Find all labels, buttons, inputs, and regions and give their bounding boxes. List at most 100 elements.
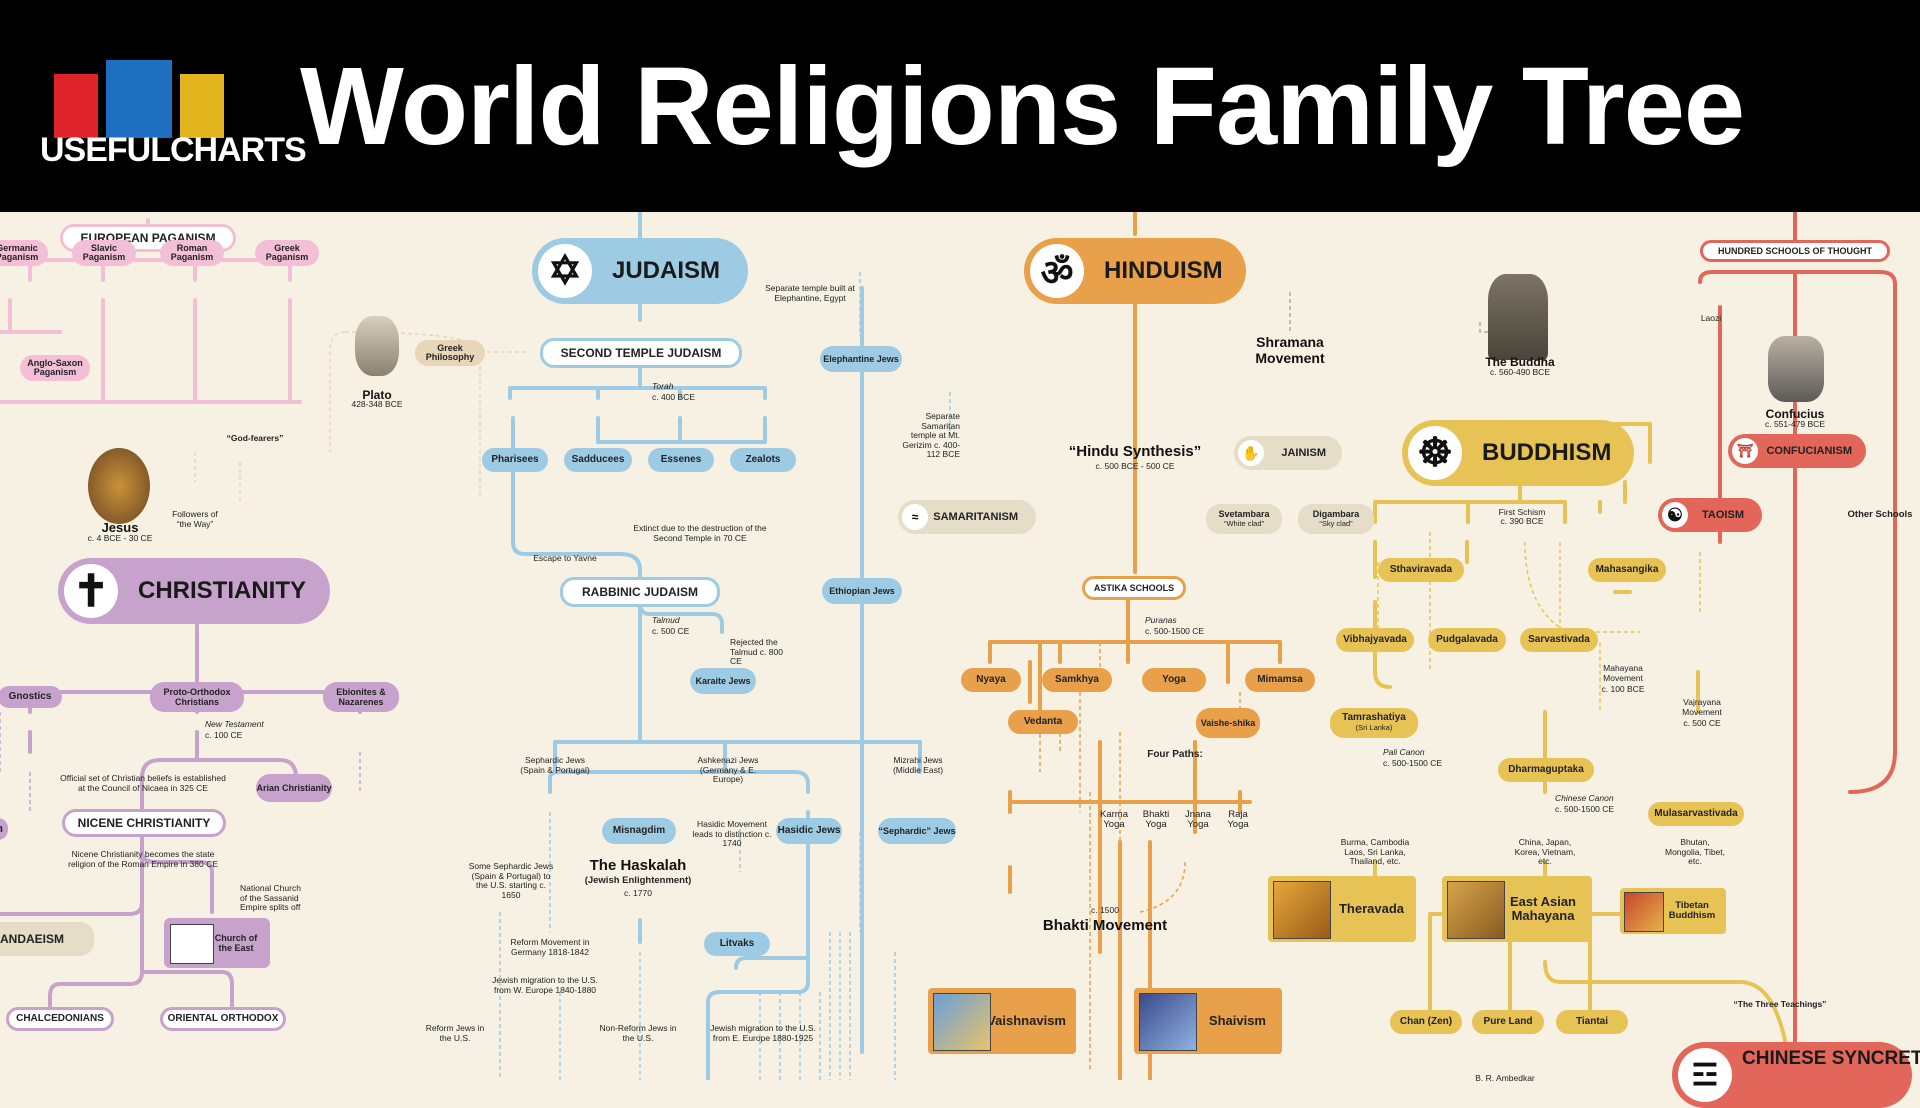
vibhajyavada-node[interactable]: Vibhajyavada [1336,628,1414,652]
samaritan-temple-note: Separate Samaritan temple at Mt. Gerizim… [902,411,960,459]
plato-bust-image [355,316,399,376]
school-pure-land[interactable]: Pure Land [1472,1010,1544,1034]
shaivism-label: Shaivism [1208,1013,1266,1028]
chinese-canon-label: Chinese Canon [1555,793,1614,803]
mahayana-movement-date: c. 100 BCE [1601,684,1645,694]
escape-yavne-label: Escape to Yavne [533,553,597,563]
jesus-icon-image [88,448,150,524]
misnagdim-node[interactable]: Misnagdim [602,818,676,844]
jainism-label: JAINISM [1281,447,1326,459]
buddha-dates: c. 560-490 BCE [1489,367,1550,377]
syncretism-emblem-icon: ☲ [1678,1048,1732,1102]
school-tiantai[interactable]: Tiantai [1556,1010,1628,1034]
ambedkar-label: B. R. Ambedkar [1475,1073,1535,1083]
header: USEFULCHARTS World Religions Family Tree [0,0,1920,212]
plato-dates: 428-348 BCE [351,399,403,409]
oriental-orthodox-node[interactable]: ORIENTAL ORTHODOX [160,1007,286,1031]
astika-schools-node[interactable]: ASTIKA SCHOOLS [1082,576,1186,600]
school-samkhya[interactable]: Samkhya [1042,668,1112,692]
dharmaguptaka-node[interactable]: Dharmaguptaka [1498,758,1594,782]
ethiopian-jews-node[interactable]: Ethiopian Jews [822,578,902,604]
hasidic-jews-node[interactable]: Hasidic Jews [776,818,842,844]
chalcedonians-node[interactable]: CHALCEDONIANS [6,1007,114,1031]
sthaviravada-node[interactable]: Sthaviravada [1378,558,1464,582]
east-asian-buddha-image [1447,881,1505,939]
digambara-node[interactable]: Digambara “Sky clad” [1298,504,1374,534]
path-karma-yoga: Karma Yoga [1100,809,1128,830]
usefulcharts-logo[interactable]: USEFULCHARTS [40,30,307,170]
church-of-east-label: Church of the East [214,933,258,953]
sect-pharisees[interactable]: Pharisees [482,448,548,472]
arian-christianity-node[interactable]: Arian Christianity [256,774,332,802]
torah-label: Torah [652,381,674,391]
migration-west-note: Jewish migration to the U.S. from W. Eur… [492,975,598,995]
rejected-talmud-note: Rejected the Talmud c. 800 CE [730,637,783,666]
sect-essenes[interactable]: Essenes [648,448,714,472]
second-temple-judaism-node[interactable]: SECOND TEMPLE JUDAISM [540,338,742,368]
gnostics-node[interactable]: Gnostics [0,686,62,708]
chinese-canon-date: c. 500-1500 CE [1555,804,1615,814]
school-nyaya[interactable]: Nyaya [961,668,1021,692]
tamrashatiya-node[interactable]: Tamrashatiya (Sri Lanka) [1330,708,1418,738]
sephardic-jews-node[interactable]: “Sephardic” Jews [878,818,956,844]
official-beliefs-note: Official set of Christian beliefs is est… [60,773,226,793]
school-mimamsa[interactable]: Mimamsa [1245,668,1315,692]
mahasangika-node[interactable]: Mahasangika [1588,558,1666,582]
mandaeism-node[interactable]: MANDAEISM [0,922,94,956]
sect-sadducees[interactable]: Sadducees [564,448,632,472]
cross-icon: ✝ [64,564,118,618]
ebionites-node[interactable]: Ebionites & Nazarenes [323,682,399,712]
rabbinic-judaism-node[interactable]: RABBINIC JUDAISM [560,577,720,607]
path-jnana-yoga: Jnana Yoga [1185,809,1211,830]
pudgalavada-node[interactable]: Pudgalavada [1428,628,1506,652]
hasidic-movement-note: Hasidic Movement leads to distinction c.… [692,819,772,848]
puranas-label: Puranas [1145,615,1177,625]
logo-yellow-bar [180,74,224,138]
greek-paganism-node[interactable]: Greek Paganism [255,240,319,266]
dharma-wheel-icon: ☸ [1408,426,1462,480]
vajrayana-movement-label: Vajrayana Movement [1682,697,1722,717]
nicene-christianity-node[interactable]: NICENE CHRISTIANITY [62,809,226,837]
sect-zealots[interactable]: Zealots [730,448,796,472]
litvaks-node[interactable]: Litvaks [704,932,770,956]
germanic-paganism-node[interactable]: Germanic Paganism [0,240,48,266]
jesus-label: Jesus [101,520,139,535]
family-tree-chart: EUROPEAN PAGANISM Germanic Paganism Slav… [0,212,1920,1108]
hindu-synthesis-label: “Hindu Synthesis” [1068,443,1202,460]
shiva-image [1139,993,1197,1051]
school-yoga[interactable]: Yoga [1142,668,1206,692]
samaritan-icon: ≈ [902,504,928,530]
logo-text: USEFULCHARTS [40,131,307,169]
yin-yang-icon: ☯ [1662,502,1688,528]
page-title: World Religions Family Tree [300,45,1745,168]
school-vaisheshika[interactable]: Vaishe-shika [1196,708,1260,738]
ashkenazi-jews-label: Ashkenazi Jews (Germany & E. Europe) [697,755,759,784]
taoism-label: TAOISM [1702,509,1744,521]
talmud-label: Talmud [652,615,680,625]
hinduism-lines [988,212,1282,1080]
mahayana-movement-label: Mahayana Movement [1603,663,1643,683]
sarvastivada-node[interactable]: Sarvastivada [1520,628,1598,652]
greek-philosophy-node[interactable]: Greek Philosophy [415,340,485,366]
anglo-saxon-paganism-node[interactable]: Anglo-Saxon Paganism [20,355,90,381]
new-testament-label: New Testament [205,719,264,729]
hindu-synthesis-date: c. 500 BCE - 500 CE [1095,461,1175,471]
church-of-east-emblem-image [170,924,214,964]
migration-east-note: Jewish migration to the U.S. from E. Eur… [710,1023,816,1043]
talmud-date: c. 500 CE [652,626,690,636]
logo-red-bar [54,74,98,138]
pali-canon-date: c. 500-1500 CE [1383,758,1443,768]
hundred-schools-node[interactable]: HUNDRED SCHOOLS OF THOUGHT [1700,240,1890,262]
m-fragment-node[interactable]: m [0,818,8,840]
karaite-jews-node[interactable]: Karaite Jews [690,668,756,694]
roman-paganism-node[interactable]: Roman Paganism [160,240,224,266]
mulasarvastivada-node[interactable]: Mulasarvastivada [1648,802,1744,826]
school-chan-zen[interactable]: Chan (Zen) [1390,1010,1462,1034]
svetambara-node[interactable]: Svetambara “White clad” [1206,504,1282,534]
slavic-paganism-node[interactable]: Slavic Paganism [72,240,136,266]
proto-orthodox-node[interactable]: Proto-Orthodox Christians [150,682,244,712]
haskalah-label: The Haskalah [589,857,687,874]
path-bhakti-yoga: Bhakti Yoga [1142,809,1170,830]
elephantine-jews-node[interactable]: Elephantine Jews [820,346,902,372]
school-vedanta[interactable]: Vedanta [1008,710,1078,734]
